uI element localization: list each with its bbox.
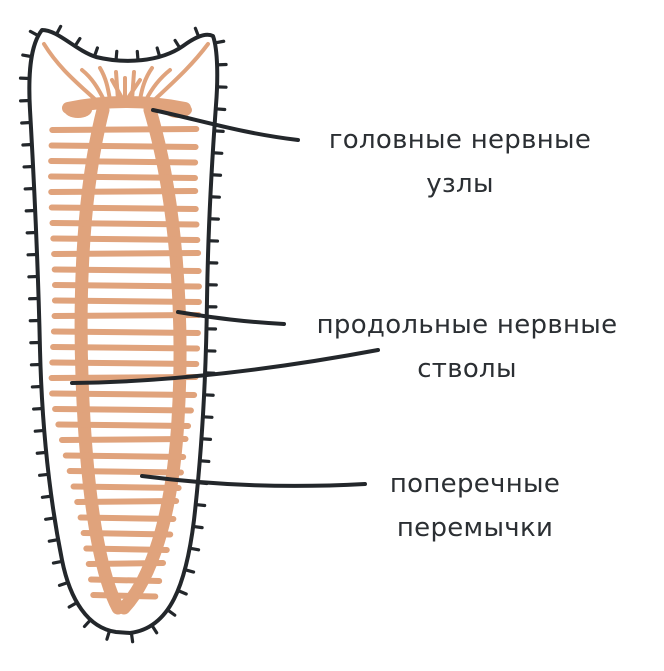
body-bristle xyxy=(199,437,213,442)
transverse-commissure xyxy=(48,173,199,181)
body-bristle xyxy=(183,568,196,574)
body-bristle xyxy=(212,129,225,133)
body-bristle xyxy=(44,516,57,521)
transverse-commissure xyxy=(50,328,201,336)
body-bristle xyxy=(28,29,40,38)
transverse-commissure xyxy=(88,576,163,584)
transverse-commissure xyxy=(55,421,192,429)
body-bristle xyxy=(201,415,214,419)
leader-head-ganglia xyxy=(151,108,300,142)
label-transverse-commissures-line1: поперечные xyxy=(389,469,561,499)
left-head-ganglion xyxy=(64,102,92,118)
body-bristle xyxy=(35,450,48,455)
transverse-commissure xyxy=(51,282,202,290)
body-bristle xyxy=(188,546,201,552)
head-nerve-branch xyxy=(144,68,172,102)
transverse-commissure xyxy=(51,250,202,257)
label-head-ganglia: головные нервные узлы xyxy=(300,118,620,206)
label-head-ganglia-line1: головные нервные xyxy=(328,125,592,155)
body-bristle xyxy=(155,46,162,59)
body-bristle xyxy=(150,623,159,635)
transverse-commissure xyxy=(49,359,200,367)
transverse-commissure xyxy=(66,468,184,476)
label-transverse-commissures: поперечные перемычки xyxy=(355,462,595,550)
body-bristle xyxy=(73,36,82,48)
label-head-ganglia-line2: узлы xyxy=(426,169,494,199)
transverse-commissure xyxy=(62,452,187,460)
body-bristle xyxy=(47,538,60,543)
body-bristle xyxy=(57,580,70,588)
head-nerve-branch xyxy=(80,68,106,102)
transverse-commissure xyxy=(48,188,199,195)
body-bristle xyxy=(165,608,177,617)
body-bristle xyxy=(173,38,182,50)
head-nerve-branch xyxy=(148,42,210,106)
body-bristle xyxy=(213,39,226,45)
label-transverse-commissures-line2: перемычки xyxy=(396,513,554,543)
body-bristle xyxy=(191,524,204,530)
nervous-system xyxy=(42,42,210,615)
transverse-commissure xyxy=(51,312,202,319)
label-longitudinal-trunks-line2: стволы xyxy=(417,354,517,384)
transverse-commissure xyxy=(49,126,200,133)
body-bristle xyxy=(20,120,33,125)
body-bristle xyxy=(54,24,63,36)
head-nerve-branch xyxy=(126,78,142,100)
body-bristle xyxy=(40,494,53,499)
body-bristle xyxy=(32,406,45,411)
body-bristle xyxy=(214,107,227,112)
transverse-commissure xyxy=(70,483,182,491)
body-bristle xyxy=(21,53,34,59)
body-bristle xyxy=(198,459,211,464)
body-bristle xyxy=(105,629,112,641)
transverse-commissure xyxy=(50,235,201,243)
head-nerve-branch xyxy=(42,42,102,106)
body-bristle xyxy=(211,151,224,155)
head-nerve-branch xyxy=(98,66,112,102)
label-longitudinal-trunks-line1: продольные нервные xyxy=(316,310,618,340)
worm-body xyxy=(18,24,228,644)
transverse-commissure xyxy=(50,344,201,352)
head-nerve-branch xyxy=(138,66,154,102)
leader-transverse-commissures xyxy=(140,474,367,488)
head-nerve-branch xyxy=(110,78,124,100)
head-nerve-branch xyxy=(130,70,136,102)
transverse-commissure xyxy=(83,545,170,553)
leader-lines xyxy=(70,108,380,488)
transverse-commissure xyxy=(77,514,177,522)
body-bristle xyxy=(92,46,100,59)
label-longitudinal-trunks: продольные нервные стволы xyxy=(283,303,651,391)
transverse-commissure xyxy=(58,436,189,443)
body-bristle xyxy=(38,472,51,477)
transverse-commissure xyxy=(90,592,159,600)
body-bristle xyxy=(51,559,64,565)
transverse-commissure xyxy=(48,142,199,150)
body-bristle xyxy=(193,26,201,39)
leader-to-transverse-rung xyxy=(70,348,380,385)
transverse-commissure xyxy=(80,530,174,538)
body-bristle xyxy=(176,588,188,596)
transverse-commissure xyxy=(51,266,202,274)
transverse-commissure xyxy=(48,204,199,212)
body-bristle xyxy=(82,618,93,628)
transverse-commissure xyxy=(74,498,180,505)
body-bristle xyxy=(33,428,46,433)
transverse-commissure xyxy=(51,297,202,305)
transverse-commissure xyxy=(49,390,198,398)
body-bristle xyxy=(114,49,119,62)
body-bristle xyxy=(135,49,140,63)
transverse-commissure xyxy=(85,560,167,567)
body-bristle xyxy=(194,502,207,508)
transverse-commissure xyxy=(49,220,200,228)
leader-longitudinal-trunks xyxy=(176,310,286,326)
transverse-commissure xyxy=(52,406,194,414)
transverse-commissure xyxy=(48,158,199,166)
body-bristle xyxy=(67,600,79,609)
body-bristle xyxy=(129,631,135,644)
